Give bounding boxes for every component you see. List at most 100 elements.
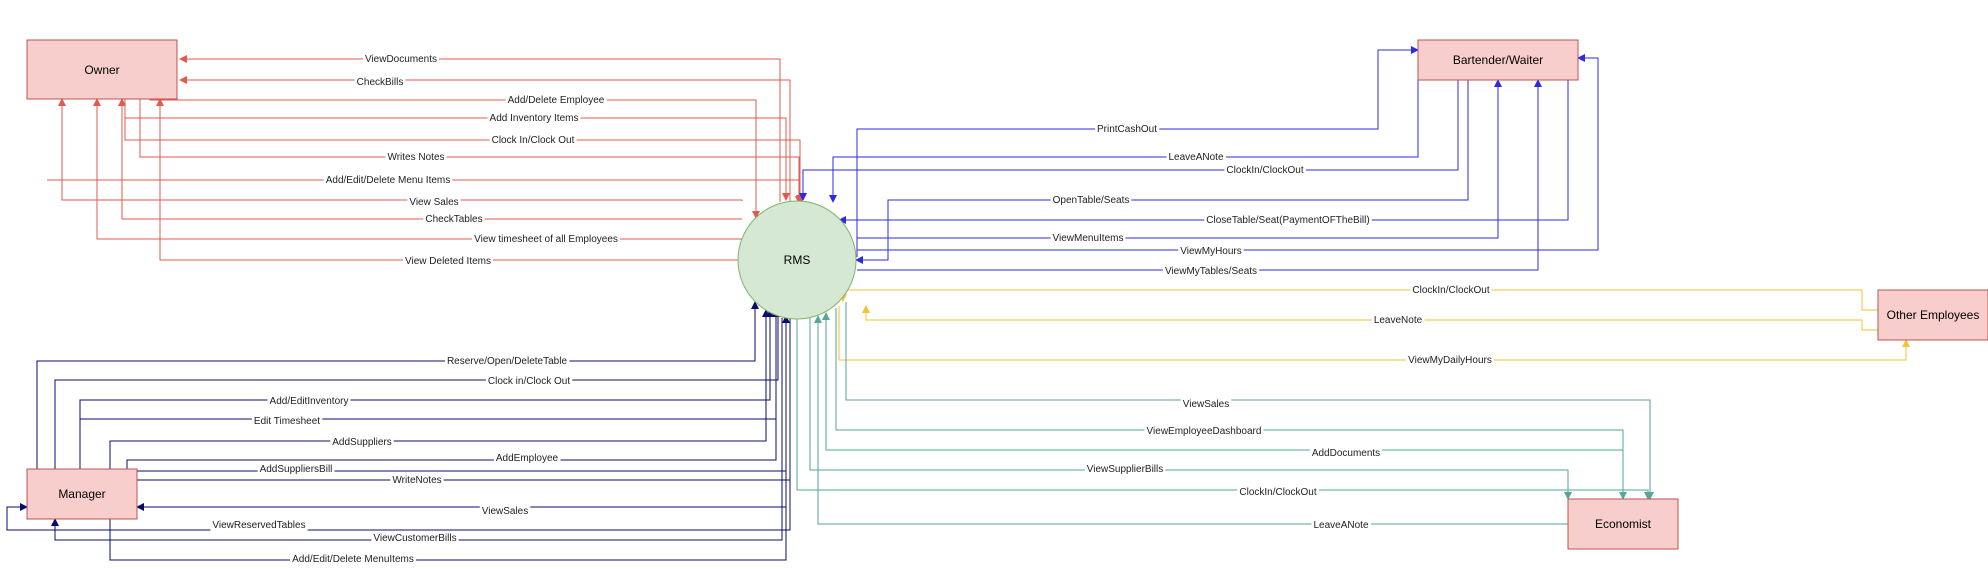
economist-flow-label-bg [1144, 426, 1264, 437]
bartender-flow-label-bg [1094, 124, 1160, 135]
owner-flow-label: ViewDocuments [365, 54, 437, 65]
economist-flow[interactable]: AddDocuments [822, 312, 1624, 499]
bartender-flow[interactable]: PrintCashOut [856, 46, 1419, 257]
manager-flow[interactable]: Add/Edit/Delete MenuItems [109, 315, 790, 565]
owner-flow-label-bg [407, 197, 461, 208]
owner-flow-line [139, 99, 803, 204]
bartender-flow-label: ClockIn/ClockOut [1226, 165, 1303, 176]
owner-flow[interactable]: Add Inventory Items [124, 99, 790, 201]
manager-entity[interactable]: Manager [26, 468, 138, 520]
owner-box [26, 39, 178, 100]
other-employees-box [1877, 289, 1988, 341]
owner-flow[interactable]: View Sales [58, 98, 743, 208]
manager-flow-label: AddSuppliers [332, 437, 391, 448]
manager-flow[interactable]: ViewReservedTables [6, 318, 791, 531]
manager-flow[interactable]: Clock in/Clock Out [54, 309, 782, 469]
manager-flow-line [136, 310, 787, 511]
owner-flow[interactable]: Writes Notes [139, 99, 803, 204]
manager-flow-label-bg [330, 437, 394, 448]
bartender-box [1417, 39, 1579, 81]
manager-flow-line [6, 318, 791, 531]
manager-flow[interactable]: AddSuppliersBill [109, 309, 790, 475]
owner-flow-label-bg [403, 256, 493, 267]
bartender-flow[interactable]: LeaveANote [829, 80, 1419, 203]
owner-flow-label: Add/Edit/Delete Menu Items [326, 175, 451, 186]
bartender-flow[interactable]: ClockIn/ClockOut [799, 80, 1459, 201]
manager-flow-line [36, 301, 759, 469]
manager-flow-line [126, 309, 780, 469]
other-flow[interactable]: ViewMyDailyHours [838, 306, 1910, 366]
bartender-flow-label-bg [1224, 165, 1306, 176]
manager-flow-label-bg [390, 475, 444, 486]
manager-flow-label-bg [444, 356, 570, 367]
bartender-flow-label: PrintCashOut [1097, 124, 1157, 135]
manager-flow[interactable]: AddEmployee [126, 309, 780, 469]
manager-label: Manager [58, 487, 105, 501]
bartender-flow-label: ViewMyHours [1180, 246, 1242, 257]
bartender-flow[interactable]: ViewMyHours [857, 54, 1599, 257]
manager-flow-line [109, 315, 790, 561]
owner-flow-label: CheckBills [357, 77, 404, 88]
owner-flow[interactable]: View Deleted Items [156, 98, 742, 267]
bartender-flow-label: OpenTable/Seats [1053, 195, 1130, 206]
economist-flow-label-bg [1180, 399, 1232, 410]
economist-flow-line [809, 318, 1572, 500]
manager-flow-label: WriteNotes [392, 475, 441, 486]
economist-flow[interactable]: ViewSupplierBills [809, 318, 1572, 500]
other-flow-label: ViewMyDailyHours [1408, 355, 1492, 366]
manager-flow-line [54, 309, 782, 469]
owner-flow-label-bg [354, 77, 406, 88]
owner-flow[interactable]: View timesheet of all Employees [93, 98, 742, 245]
other-flow-line [862, 305, 1878, 331]
manager-flow-label-bg [210, 520, 308, 531]
bartender-flow[interactable]: ViewMenuItems [857, 79, 1502, 244]
manager-flow-label: AddSuppliersBill [260, 464, 333, 475]
manager-flow[interactable]: AddSuppliers [109, 309, 770, 469]
owner-flow-label: View timesheet of all Employees [474, 234, 618, 245]
manager-flow-label: Add/Edit/Delete MenuItems [292, 554, 414, 565]
economist-box [1567, 498, 1679, 550]
bartender-flow-label: ViewMenuItems [1053, 233, 1124, 244]
other-flow-label-bg [1371, 315, 1425, 326]
manager-flow-label: Reserve/Open/DeleteTable [447, 356, 568, 367]
economist-flow[interactable]: ClockIn/ClockOut [796, 319, 1652, 500]
economist-entity[interactable]: Economist [1567, 498, 1679, 550]
rms-process-circle [737, 200, 857, 320]
owner-flow[interactable]: Clock In/Clock Out [124, 99, 804, 203]
owner-flow-line [179, 76, 791, 202]
manager-flow[interactable]: ViewCustomerBills [51, 318, 783, 544]
manager-flow-label-bg [267, 396, 351, 407]
economist-flow[interactable]: ViewSales [845, 302, 1654, 500]
owner-flow-label: Clock In/Clock Out [492, 135, 575, 146]
manager-flow-label-bg [485, 376, 573, 387]
bartender-entity[interactable]: Bartender/Waiter [1417, 39, 1579, 81]
rms-process-node[interactable]: RMS [737, 200, 857, 320]
owner-entity[interactable]: Owner [26, 39, 178, 100]
bartender-flow[interactable]: ViewMyTables/Seats [857, 79, 1542, 277]
other-flow-label-bg [1406, 355, 1494, 366]
economist-flow[interactable]: LeaveANote [814, 315, 1568, 531]
owner-flow[interactable]: ViewDocuments [179, 54, 781, 202]
bartender-flow-line [799, 80, 1459, 201]
owner-flow[interactable]: CheckTables [118, 98, 742, 225]
owner-flow[interactable]: CheckBills [179, 76, 791, 202]
other-flow[interactable]: ClockIn/ClockOut [839, 285, 1878, 311]
economist-flow-label: ClockIn/ClockOut [1239, 487, 1316, 498]
owner-flow-line [156, 98, 742, 261]
other-flow[interactable]: LeaveNote [862, 305, 1878, 331]
manager-flow[interactable]: Add/EditInventory [79, 309, 774, 469]
bartender-flow-label-bg [1050, 233, 1126, 244]
bartender-flow-line [856, 46, 1419, 257]
bartender-flow-line [829, 80, 1419, 203]
manager-flow-label: Edit Timesheet [254, 416, 320, 427]
other-employees-entity[interactable]: Other Employees [1877, 289, 1988, 341]
manager-flow[interactable]: Reserve/Open/DeleteTable [36, 301, 759, 469]
manager-flow[interactable]: Edit Timesheet [79, 309, 780, 469]
owner-flow-label-bg [489, 135, 577, 146]
bartender-flow[interactable]: OpenTable/Seats [855, 80, 1469, 264]
other-employees-label: Other Employees [1887, 308, 1980, 322]
bartender-flow[interactable]: CloseTable/Seat(PaymentOFTheBill) [838, 80, 1569, 226]
manager-flow[interactable]: ViewSales [136, 310, 787, 517]
owner-flow-label-bg [323, 175, 453, 186]
manager-flow-line [109, 309, 770, 469]
